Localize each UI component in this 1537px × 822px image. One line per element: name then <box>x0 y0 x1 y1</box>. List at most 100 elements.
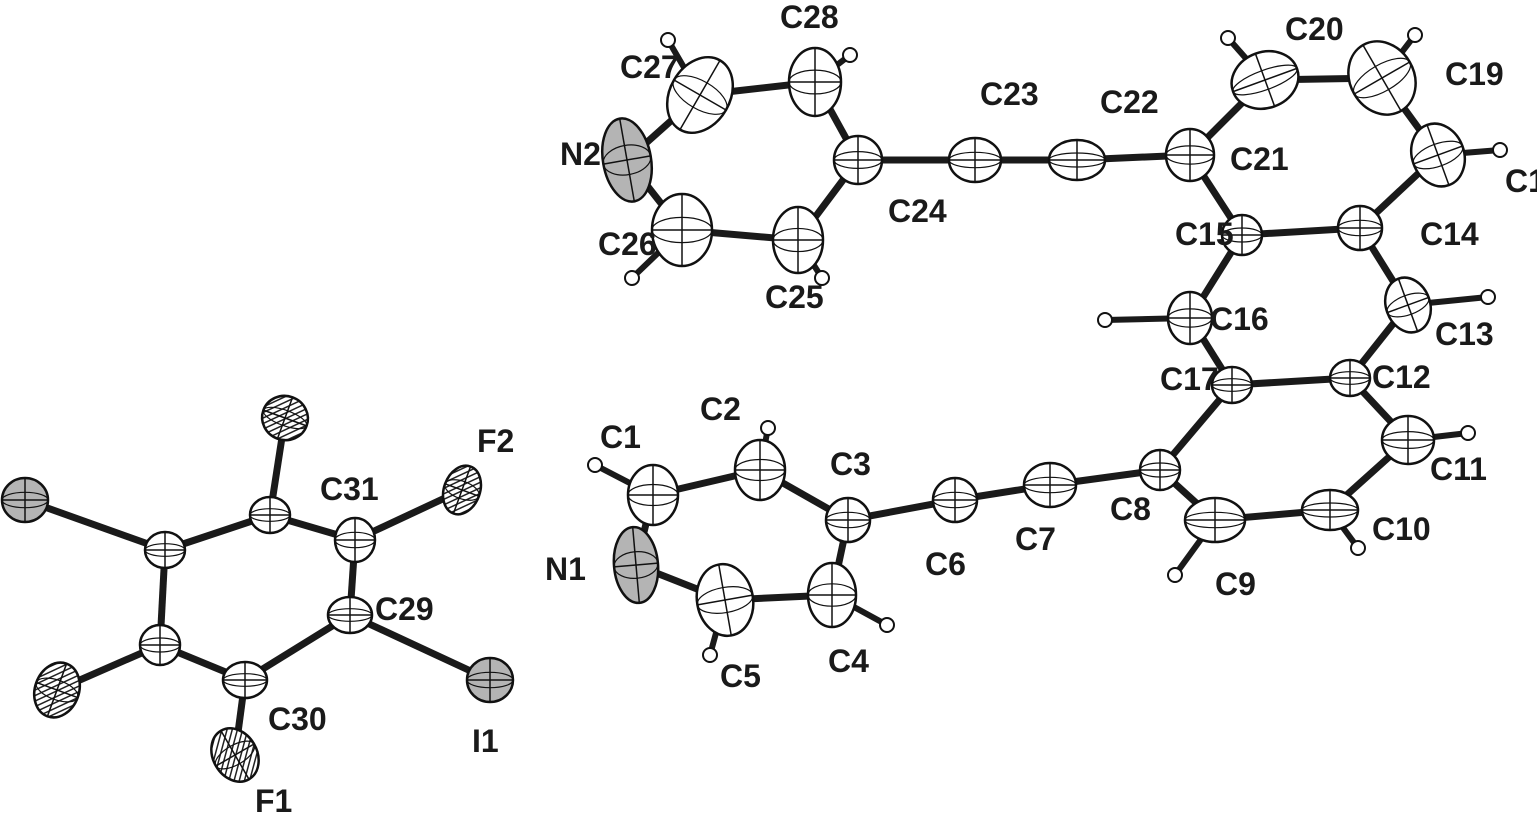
atom-c9 <box>1183 496 1247 544</box>
ellipsoid-equator <box>772 227 824 253</box>
atom-label-c29: C29 <box>375 591 434 627</box>
ellipsoid-equator <box>1139 462 1181 478</box>
atom-n2 <box>601 117 653 203</box>
hydrogen-atom <box>1167 567 1183 583</box>
ellipsoid-equator <box>249 508 291 522</box>
ellipsoid-equator <box>734 458 786 482</box>
hydrogen-atom <box>702 647 718 663</box>
hydrogen-atom <box>1097 312 1113 328</box>
atom-label-c15: C15 <box>1175 216 1234 252</box>
ellipsoid-equator <box>651 216 713 244</box>
ellipsoid-equator <box>1329 371 1371 385</box>
atom-c25 <box>771 205 825 275</box>
atom-label-c27: C27 <box>620 49 679 85</box>
atom-cb <box>138 623 182 667</box>
atom-label-c3: C3 <box>830 446 871 482</box>
ellipsoid-equator <box>807 583 857 607</box>
ellipsoid-equator <box>1386 292 1430 318</box>
hydrogen-atom <box>587 457 603 473</box>
atom-c22 <box>1047 138 1107 182</box>
ellipsoid-axis <box>452 466 472 514</box>
ellipsoid-equator <box>696 586 754 614</box>
atom-label-f2: F2 <box>477 423 514 459</box>
ellipsoid-equator <box>1232 64 1298 96</box>
atom-c23 <box>947 136 1003 184</box>
atom-c31 <box>333 516 377 564</box>
atom-i1 <box>465 656 515 704</box>
ellipsoid-equator <box>627 483 679 507</box>
ellipsoid-equator <box>1381 431 1435 449</box>
bond-Cc-I2 <box>23 496 167 554</box>
atom-label-c7: C7 <box>1015 521 1056 557</box>
atom-label-c13: C13 <box>1435 316 1494 352</box>
atom-c10 <box>1300 488 1360 532</box>
atom-label-c18: C18 <box>1505 163 1537 199</box>
atom-label-c14: C14 <box>1420 216 1479 252</box>
atom-label-c4: C4 <box>828 643 869 679</box>
ellipsoid-equator <box>788 69 842 95</box>
atom-n1 <box>612 525 660 605</box>
hydrogen-atom <box>760 420 776 436</box>
atom-label-c25: C25 <box>765 279 824 315</box>
atom-label-c30: C30 <box>268 701 327 737</box>
ellipsoid-equator <box>613 551 659 579</box>
atom-f4 <box>32 661 82 719</box>
ellipsoid-equator <box>1167 308 1213 328</box>
atom-label-c17: C17 <box>1160 361 1219 397</box>
ellipsoid-equator <box>35 677 79 703</box>
atom-c15 <box>1220 213 1264 257</box>
hydrogen-atom <box>1220 30 1236 46</box>
ellipsoid-equator <box>139 637 181 653</box>
atom-label-c21: C21 <box>1230 141 1289 177</box>
ellipsoid-equator <box>825 511 871 529</box>
atom-label-c16: C16 <box>1210 301 1269 337</box>
atom-label-c20: C20 <box>1285 11 1344 47</box>
ellipsoid-equator <box>1023 476 1077 494</box>
ellipsoid-equator <box>1048 152 1106 168</box>
ellipsoid-axis <box>1426 124 1450 186</box>
ellipsoid-axis <box>220 730 250 780</box>
atom-c12 <box>1328 358 1372 398</box>
atom-c24 <box>832 134 884 186</box>
ellipsoid-equator <box>1337 219 1383 237</box>
ellipsoid-equator <box>948 151 1002 169</box>
atom-label-c5: C5 <box>720 658 761 694</box>
atom-c6 <box>931 476 979 524</box>
atom-label-f1: F1 <box>255 783 292 819</box>
atom-c7 <box>1022 461 1078 509</box>
atom-label-c11: C11 <box>1430 451 1487 487</box>
atom-c3 <box>824 496 872 544</box>
atom-label-c10: C10 <box>1372 511 1431 547</box>
atom-label-n2: N2 <box>560 136 601 172</box>
atom-c28 <box>787 46 843 118</box>
hydrogen-atom <box>624 270 640 286</box>
atom-c8 <box>1138 448 1182 492</box>
atom-c2 <box>733 438 787 502</box>
atom-label-c26: C26 <box>598 226 657 262</box>
atom-label-c31: C31 <box>320 471 379 507</box>
atom-c11 <box>1380 414 1436 466</box>
ellipsoid-equator <box>222 673 268 687</box>
ellipsoid-equator <box>1412 140 1464 170</box>
hydrogen-atom <box>660 32 676 48</box>
atom-c1 <box>626 463 680 527</box>
ellipsoid-equator <box>672 75 728 115</box>
atom-label-c6: C6 <box>925 546 966 582</box>
ellipsoid-equator <box>334 531 376 549</box>
atom-label-c22: C22 <box>1100 84 1159 120</box>
atom-label-c28: C28 <box>780 0 839 35</box>
hydrogen-atom <box>1350 540 1366 556</box>
atom-f2 <box>441 464 483 516</box>
atom-c20 <box>1230 49 1300 111</box>
atom-label-c8: C8 <box>1110 491 1151 527</box>
atom-c19 <box>1347 40 1417 116</box>
ellipsoid-equator <box>444 479 480 501</box>
ellipsoid-axis <box>1397 278 1419 332</box>
atom-c26 <box>650 192 714 268</box>
ellipsoid-equator <box>602 144 652 176</box>
ellipsoid-equator <box>1211 378 1253 392</box>
labels-layer: C27C28N2C26C25C24C23C22C21C20C19C18C14C1… <box>255 0 1537 819</box>
bond-C29-I1 <box>348 611 492 684</box>
atom-c30 <box>221 660 269 700</box>
ellipsoid-axis <box>718 564 732 636</box>
